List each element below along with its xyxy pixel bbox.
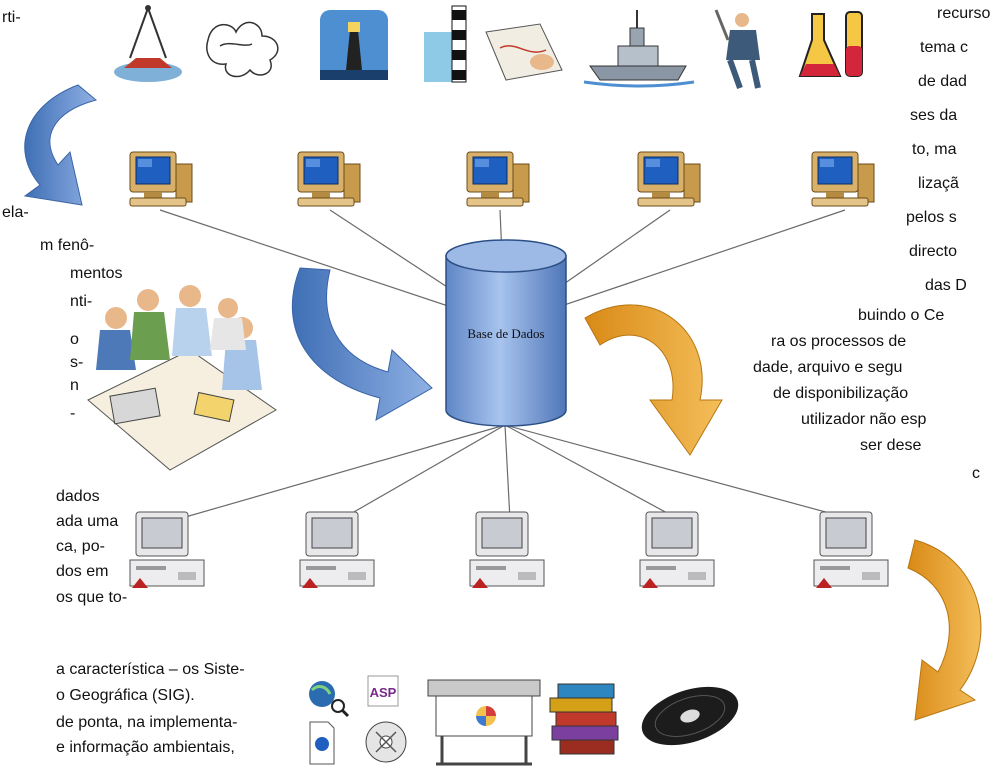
right-text-line: pelos s xyxy=(906,209,957,226)
computer-icon xyxy=(639,511,715,589)
blue-curved-arrow xyxy=(23,84,98,206)
right-text-line: ra os processos de xyxy=(771,333,907,350)
left-text-line: - xyxy=(70,405,76,422)
lab-flasks-icon xyxy=(798,11,863,77)
orange-curved-arrow xyxy=(907,539,982,721)
right-text-line: c xyxy=(972,465,980,482)
left-text-line: mentos xyxy=(70,265,123,282)
right-text-line: to, ma xyxy=(912,141,957,158)
bottom-connection-lines xyxy=(174,424,856,521)
right-text-line: ser dese xyxy=(860,437,922,454)
left-text-line: dados xyxy=(56,488,100,505)
right-text-line: dade, arquivo e segu xyxy=(753,359,903,376)
left-text-line: ela- xyxy=(2,204,29,221)
left-text-line: rti- xyxy=(2,9,21,26)
right-text-line: lizaçã xyxy=(918,175,959,192)
computer-icon xyxy=(469,511,545,589)
computer-icon xyxy=(129,151,193,207)
database-label: Base de Dados xyxy=(467,326,545,341)
computer-icon xyxy=(637,151,701,207)
svg-text:ASP: ASP xyxy=(370,685,397,700)
map-drawing-icon xyxy=(485,23,563,81)
right-text-line: das D xyxy=(925,277,967,294)
surveyor-icon xyxy=(714,9,761,90)
right-text-line: ses da xyxy=(910,107,958,124)
people-meeting-illustration xyxy=(87,285,277,471)
plotter-icon xyxy=(427,679,541,766)
computer-icon xyxy=(129,511,205,589)
right-text-line: de disponibilização xyxy=(773,385,909,402)
vinyl-record-icon xyxy=(641,686,739,746)
left-text-line: s- xyxy=(70,354,84,371)
left-text-line: ca, po- xyxy=(56,538,105,555)
tide-gauge-icon xyxy=(424,5,467,83)
document-icon xyxy=(309,721,335,765)
buoy-icon xyxy=(114,5,182,82)
right-text-line: buindo o Ce xyxy=(858,307,945,324)
left-text-line: n xyxy=(70,377,79,394)
left-text-line: os que to- xyxy=(56,589,128,606)
left-text-line: ada uma xyxy=(56,513,119,530)
left-text-line: nti- xyxy=(70,293,93,310)
computer-icon xyxy=(299,511,375,589)
left-text-line: o xyxy=(70,331,79,348)
smoke-plume-icon xyxy=(206,21,279,78)
left-text-line: dos em xyxy=(56,563,109,580)
left-text-line: de ponta, na implementa- xyxy=(56,714,238,731)
cd-disc-icon xyxy=(365,721,407,763)
lighthouse-icon xyxy=(320,10,388,80)
ship-icon xyxy=(583,10,695,88)
left-text-line: a característica – os Siste- xyxy=(56,661,245,678)
computer-icon xyxy=(466,151,530,207)
top-connection-lines xyxy=(159,209,846,326)
blue-curved-arrow xyxy=(291,267,433,421)
right-text-line: de dad xyxy=(918,73,967,90)
left-text-line: o Geográfica (SIG). xyxy=(56,687,195,704)
orange-curved-arrow xyxy=(584,304,723,456)
left-text-line: m fenô- xyxy=(40,237,95,254)
right-text-line: tema c xyxy=(920,39,969,56)
asp-icon: ASP xyxy=(367,675,399,707)
left-text-line: e informação ambientais, xyxy=(56,739,235,756)
right-text-line: recurso xyxy=(937,5,990,22)
right-text-line: utilizador não esp xyxy=(801,411,927,428)
right-text-line: directo xyxy=(909,243,958,260)
books-icon xyxy=(549,683,619,755)
computer-icon xyxy=(297,151,361,207)
computer-icon xyxy=(813,511,889,589)
globe-search-icon xyxy=(309,681,350,718)
computer-icon xyxy=(811,151,875,207)
